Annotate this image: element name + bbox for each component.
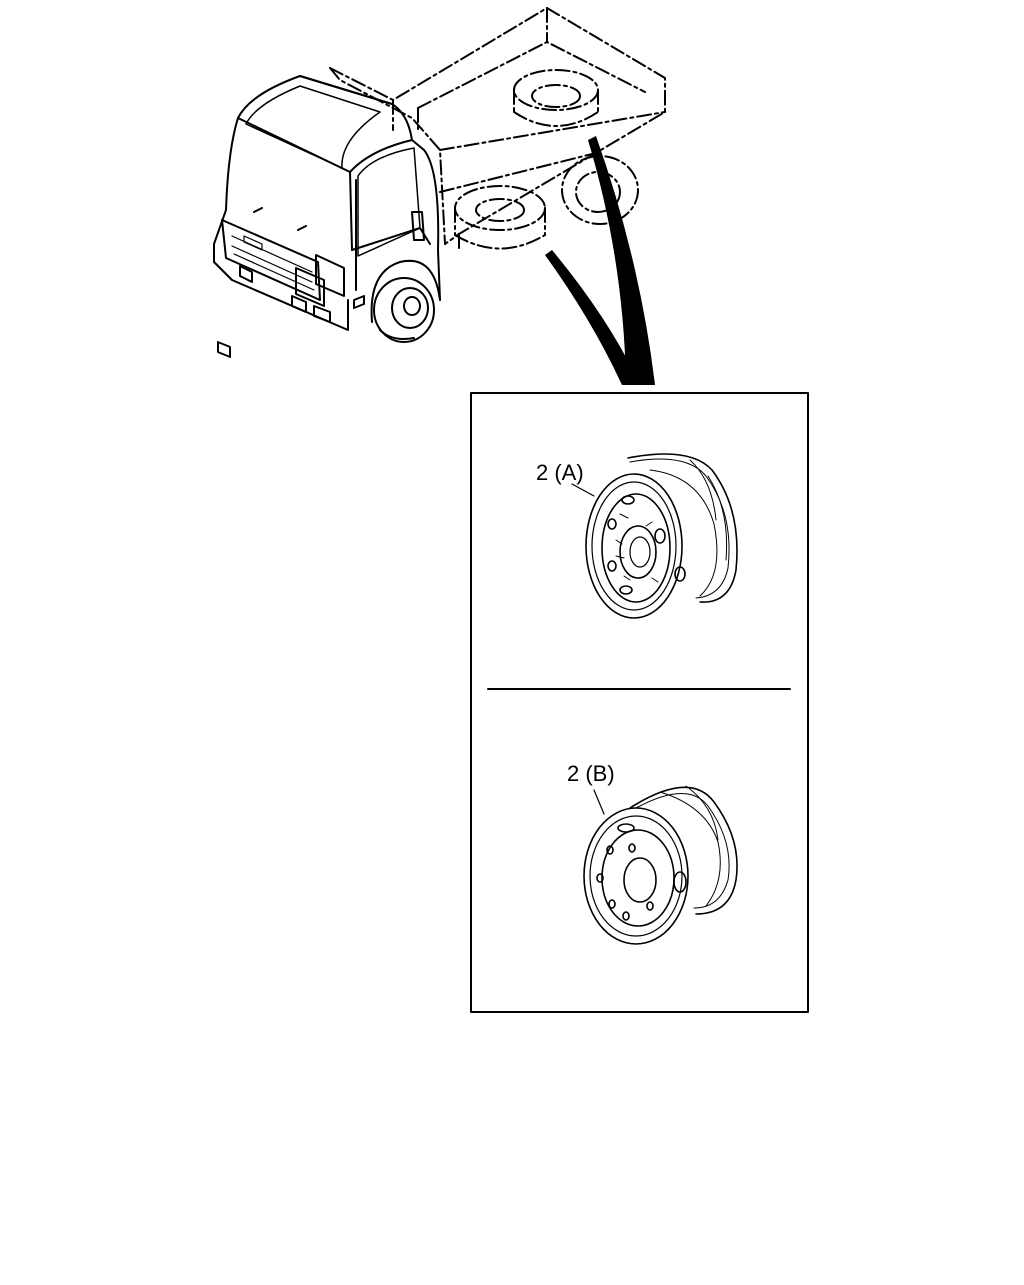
truck-illustration — [213, 7, 666, 359]
cargo-bed — [329, 7, 666, 249]
leader-arrows — [545, 136, 655, 385]
truck-cab — [213, 75, 441, 359]
wheel-b-illustration — [583, 785, 738, 945]
spare-tire-under-bed — [454, 185, 546, 250]
detail-frame — [470, 392, 809, 1013]
front-wheel — [370, 259, 441, 343]
wheel-a-illustration — [571, 453, 738, 619]
spare-tire-in-bed — [513, 69, 599, 127]
callout-label-wheel-a: 2 (A) — [536, 460, 584, 485]
callout-label-wheel-b: 2 (B) — [567, 761, 615, 786]
